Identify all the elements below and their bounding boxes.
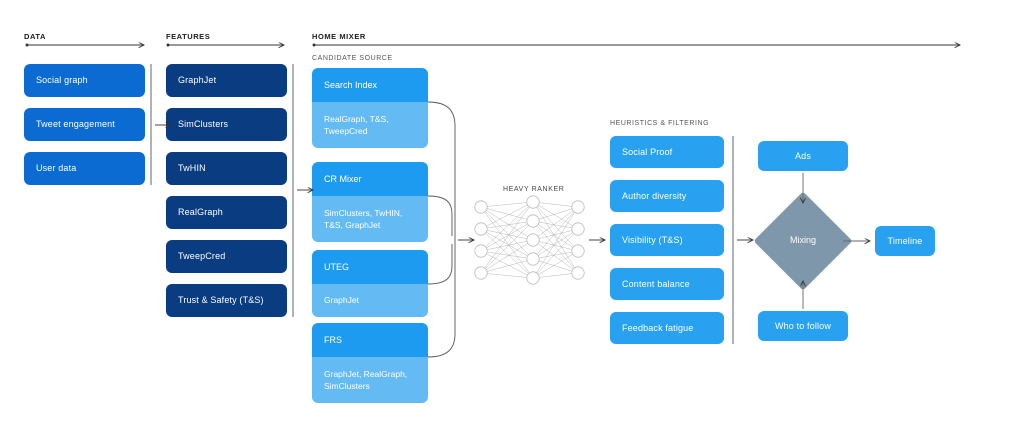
candidate-source-features: GraphJet (312, 284, 428, 317)
candidate-merge-curves (427, 101, 456, 358)
data-box-label: User data (36, 163, 77, 174)
data-box-tweet-engagement[interactable]: Tweet engagement (24, 108, 145, 141)
section-label-home-mixer: HOME MIXER (312, 32, 366, 41)
candidate-source-card-uteg[interactable]: UTEG GraphJet (312, 250, 428, 317)
feature-box-trust-safety[interactable]: Trust & Safety (T&S) (166, 284, 287, 317)
feature-box-label: Trust & Safety (T&S) (178, 295, 264, 306)
feature-box-simclusters[interactable]: SimClusters (166, 108, 287, 141)
sublabel-heavy-ranker: HEAVY RANKER (503, 186, 565, 193)
heuristic-box-label: Social Proof (622, 146, 673, 157)
candidate-source-features: RealGraph, T&S, TweepCred (312, 102, 428, 148)
candidate-source-title: UTEG (312, 250, 428, 284)
heuristic-box-visibility[interactable]: Visibility (T&S) (610, 224, 724, 256)
section-label-features: FEATURES (166, 32, 211, 41)
candidate-source-features: GraphJet, RealGraph, SimClusters (312, 357, 428, 403)
candidate-source-features: SimClusters, TwHIN, T&S, GraphJet (312, 196, 428, 242)
feature-box-realgraph[interactable]: RealGraph (166, 196, 287, 229)
output-box-who-to-follow[interactable]: Who to follow (758, 311, 848, 341)
heuristic-box-label: Content balance (622, 278, 690, 289)
output-box-timeline[interactable]: Timeline (875, 226, 935, 256)
heuristic-box-feedback-fatigue[interactable]: Feedback fatigue (610, 312, 724, 344)
sublabel-candidate-source: CANDIDATE SOURCE (312, 55, 393, 62)
output-box-label: Who to follow (775, 320, 831, 331)
section-label-data: DATA (24, 32, 46, 41)
feature-box-label: RealGraph (178, 207, 223, 218)
candidate-source-title: FRS (312, 323, 428, 357)
candidate-source-title: CR Mixer (312, 162, 428, 196)
output-box-label: Timeline (887, 235, 923, 246)
output-box-label: Ads (795, 150, 811, 161)
data-box-social-graph[interactable]: Social graph (24, 64, 145, 97)
heuristic-box-label: Author diversity (622, 190, 687, 201)
data-box-label: Social graph (36, 75, 88, 86)
feature-box-twhin[interactable]: TwHIN (166, 152, 287, 185)
feature-box-label: SimClusters (178, 119, 229, 130)
heuristic-box-social-proof[interactable]: Social Proof (610, 136, 724, 168)
heuristic-box-label: Feedback fatigue (622, 322, 694, 333)
candidate-source-card-cr-mixer[interactable]: CR Mixer SimClusters, TwHIN, T&S, GraphJ… (312, 162, 428, 242)
output-box-ads[interactable]: Ads (758, 141, 848, 171)
feature-box-graphjet[interactable]: GraphJet (166, 64, 287, 97)
feature-box-label: GraphJet (178, 75, 217, 86)
feature-box-label: TwHIN (178, 163, 206, 174)
feature-box-label: TweepCred (178, 251, 226, 262)
feature-box-tweepcred[interactable]: TweepCred (166, 240, 287, 273)
heuristic-box-label: Visibility (T&S) (622, 234, 683, 245)
data-box-label: Tweet engagement (36, 119, 115, 130)
candidate-source-title: Search Index (312, 68, 428, 102)
candidate-source-card-frs[interactable]: FRS GraphJet, RealGraph, SimClusters (312, 323, 428, 403)
candidate-source-card-search-index[interactable]: Search Index RealGraph, T&S, TweepCred (312, 68, 428, 148)
mixing-diamond-label: Mixing (789, 235, 816, 245)
sublabel-heuristics-filtering: HEURISTICS & FILTERING (610, 120, 710, 127)
heuristic-box-author-diversity[interactable]: Author diversity (610, 180, 724, 212)
heavy-ranker-neural-net (474, 195, 585, 285)
heuristic-box-content-balance[interactable]: Content balance (610, 268, 724, 300)
data-box-user-data[interactable]: User data (24, 152, 145, 185)
